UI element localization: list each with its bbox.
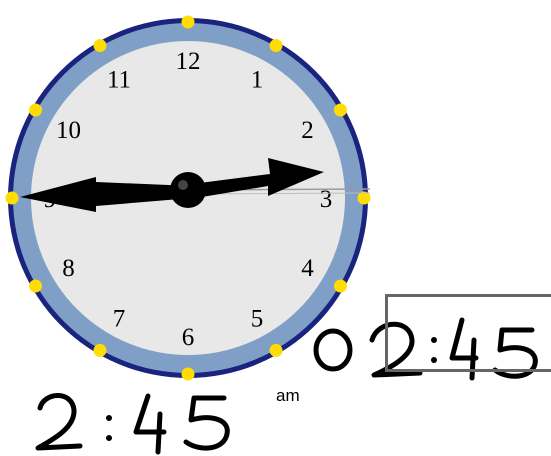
- clock-number: 7: [113, 306, 126, 333]
- time-answer-box: [385, 294, 551, 372]
- hour-marker-dot: [94, 344, 107, 357]
- clock-number: 10: [56, 117, 81, 144]
- hour-marker-dot: [334, 280, 347, 293]
- hour-marker-dot: [334, 104, 347, 117]
- clock-number: 2: [301, 117, 314, 144]
- hour-marker-dot: [270, 344, 283, 357]
- am-label: am: [276, 386, 300, 406]
- hour-marker-dot: [94, 39, 107, 52]
- hour-marker-dot: [270, 39, 283, 52]
- clock-number: 1: [251, 66, 264, 93]
- hour-marker-dot: [182, 368, 195, 381]
- hour-marker-dot: [29, 280, 42, 293]
- clock-number: 5: [251, 306, 264, 333]
- clock-number: 4: [301, 255, 314, 282]
- clock-number: 11: [107, 66, 131, 93]
- clock-number: 12: [176, 48, 201, 75]
- clock-number: 3: [320, 186, 333, 213]
- hour-marker-dot: [6, 192, 19, 205]
- clock-center-hub: [170, 172, 206, 208]
- clock-number: 6: [182, 324, 195, 351]
- handwritten-time-bottom: [38, 396, 227, 453]
- hour-marker-dot: [29, 104, 42, 117]
- clock-number: 8: [62, 255, 75, 282]
- hour-marker-dot: [182, 16, 195, 29]
- hub-highlight: [178, 180, 188, 190]
